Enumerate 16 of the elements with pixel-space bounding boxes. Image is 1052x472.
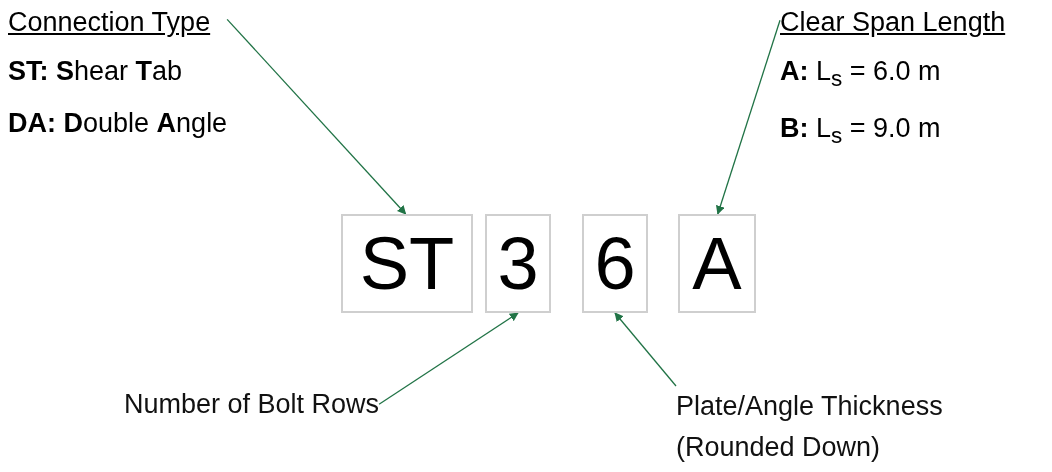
legend-heading: Clear Span Length [780, 6, 1006, 39]
arrow [226, 18, 407, 215]
code-letter-box: 6 [582, 214, 648, 313]
arrow [715, 19, 781, 215]
arrow [378, 312, 519, 405]
legend-heading: Connection Type [8, 6, 211, 39]
legend-entry: B: L$_{s}$ = 9.0 m [780, 111, 941, 150]
arrow [614, 312, 677, 387]
code-letter-box: 3 [485, 214, 551, 313]
code-letter-box: ST [341, 214, 473, 313]
legend-entry: A: L$_{s}$ = 6.0 m [780, 55, 941, 93]
annotation-text: Plate/Angle Thickness (Rounded Down) [676, 390, 944, 464]
legend-entry: ST: Shear Tab [8, 55, 183, 88]
code-letter-box: A [678, 214, 756, 313]
annotation-text: Number of Bolt Rows [124, 388, 380, 421]
legend-entry: DA: Double Angle [8, 106, 228, 140]
